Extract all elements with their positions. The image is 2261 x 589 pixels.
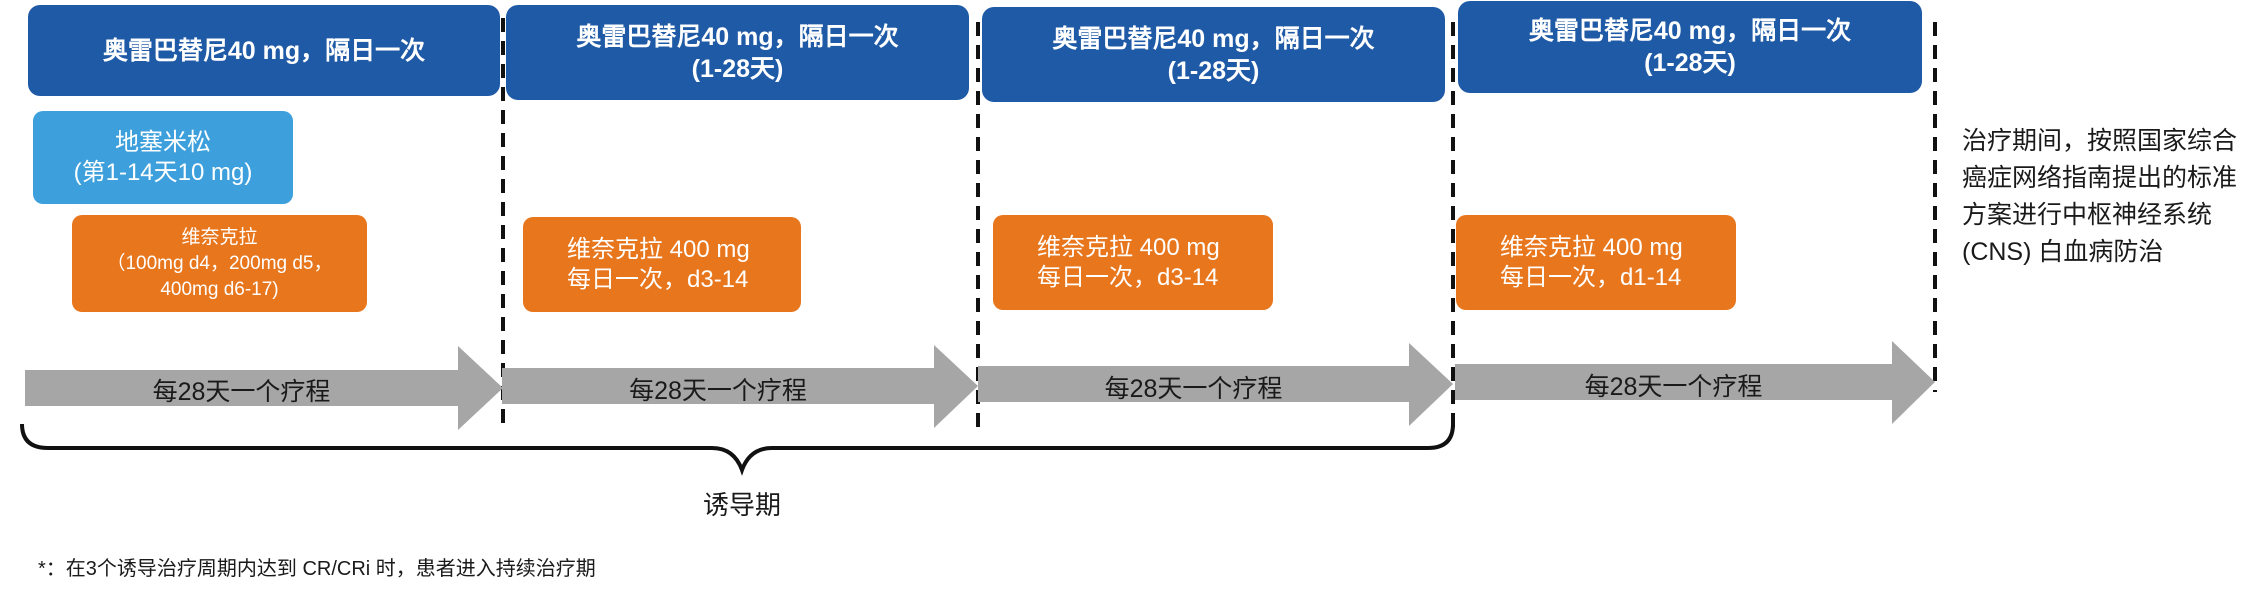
cycle2-venetoclax-line-2: 每日一次，d3-14 <box>567 265 749 293</box>
cycle1-venetoclax-line-3: 400mg d6-17) <box>160 278 279 300</box>
induction-phase-label: 诱导期 <box>702 490 781 520</box>
cycle3-venetoclax-box: 维奈克拉 400 mg 每日一次，d3-14 <box>993 215 1273 310</box>
cycle4-header-line-1: 奥雷巴替尼40 mg，隔日一次 <box>1528 17 1852 45</box>
cycle4-arrow-label: 每28天一个疗程 <box>1584 373 1763 401</box>
induction-brace <box>20 423 1455 476</box>
cycle4-drug-header: 奥雷巴替尼40 mg，隔日一次 (1-28天) <box>1458 1 1922 93</box>
cycle4-header-line-2: (1-28天) <box>1644 49 1736 77</box>
cycle2-header-line-1: 奥雷巴替尼40 mg，隔日一次 <box>576 22 899 51</box>
cycle3-arrow-label-wrap: 每28天一个疗程 <box>978 369 1409 405</box>
dexamethasone-line-2: (第1-14天10 mg) <box>73 158 253 186</box>
cycle1-drug-header: 奥雷巴替尼40 mg，隔日一次 <box>28 5 500 96</box>
cycle2-drug-header: 奥雷巴替尼40 mg，隔日一次 (1-28天) <box>506 5 969 100</box>
side-note-line-1: 治疗期间，按照国家综合 <box>1962 127 2238 155</box>
cycle1-arrow-label: 每28天一个疗程 <box>152 378 331 406</box>
dexamethasone-line-1: 地塞米松 <box>115 128 211 156</box>
cycle4-venetoclax-line-1: 维奈克拉 400 mg <box>1500 233 1683 261</box>
cycle4-arrow-label-wrap: 每28天一个疗程 <box>1455 367 1892 403</box>
cycle1-venetoclax-line-2: （100mg d4，200mg d5， <box>106 252 333 274</box>
footnote: *：在3个诱导治疗周期内达到 CR/CRi 时，患者进入持续治疗期 <box>38 558 596 580</box>
cycle3-venetoclax-line-2: 每日一次，d3-14 <box>1037 263 1219 291</box>
cycle3-venetoclax-line-1: 维奈克拉 400 mg <box>1037 233 1220 261</box>
dexamethasone-box: 地塞米松 (第1-14天10 mg) <box>33 111 293 204</box>
cycle1-venetoclax-line-1: 维奈克拉 <box>181 226 258 248</box>
cycle2-venetoclax-box: 维奈克拉 400 mg 每日一次，d3-14 <box>523 217 801 312</box>
cycle1-venetoclax-box: 维奈克拉 （100mg d4，200mg d5， 400mg d6-17) <box>72 215 367 312</box>
cycle3-drug-header: 奥雷巴替尼40 mg，隔日一次 (1-28天) <box>982 7 1445 102</box>
cycle2-venetoclax-line-1: 维奈克拉 400 mg <box>567 235 750 263</box>
cycle3-header-line-1: 奥雷巴替尼40 mg，隔日一次 <box>1052 24 1375 53</box>
side-note-line-3: 方案进行中枢神经系统 <box>1962 201 2213 229</box>
cycle3-header-line-2: (1-28天) <box>1167 56 1260 85</box>
cycle4-venetoclax-line-2: 每日一次，d1-14 <box>1500 263 1682 291</box>
cns-prophylaxis-note: 治疗期间，按照国家综合 癌症网络指南提出的标准 方案进行中枢神经系统 (CNS)… <box>1962 123 2252 271</box>
cycle-arrow-4 <box>1455 341 1935 424</box>
cycle2-header-line-2: (1-28天) <box>691 54 784 83</box>
cycle1-header-line-1: 奥雷巴替尼40 mg，隔日一次 <box>102 36 426 65</box>
cycle4-venetoclax-box: 维奈克拉 400 mg 每日一次，d1-14 <box>1456 215 1736 310</box>
cycle-arrow-1 <box>25 346 503 430</box>
cycle-arrow-2 <box>502 345 978 428</box>
cycle2-arrow-label-wrap: 每28天一个疗程 <box>502 371 934 407</box>
side-note-line-2: 癌症网络指南提出的标准 <box>1962 164 2238 192</box>
cycle2-arrow-label: 每28天一个疗程 <box>629 377 807 405</box>
side-note-line-4: (CNS) 白血病防治 <box>1962 238 2164 266</box>
cycle1-arrow-label-wrap: 每28天一个疗程 <box>25 372 458 408</box>
cycle3-arrow-label: 每28天一个疗程 <box>1104 375 1283 403</box>
cycle-arrow-3 <box>978 343 1453 426</box>
